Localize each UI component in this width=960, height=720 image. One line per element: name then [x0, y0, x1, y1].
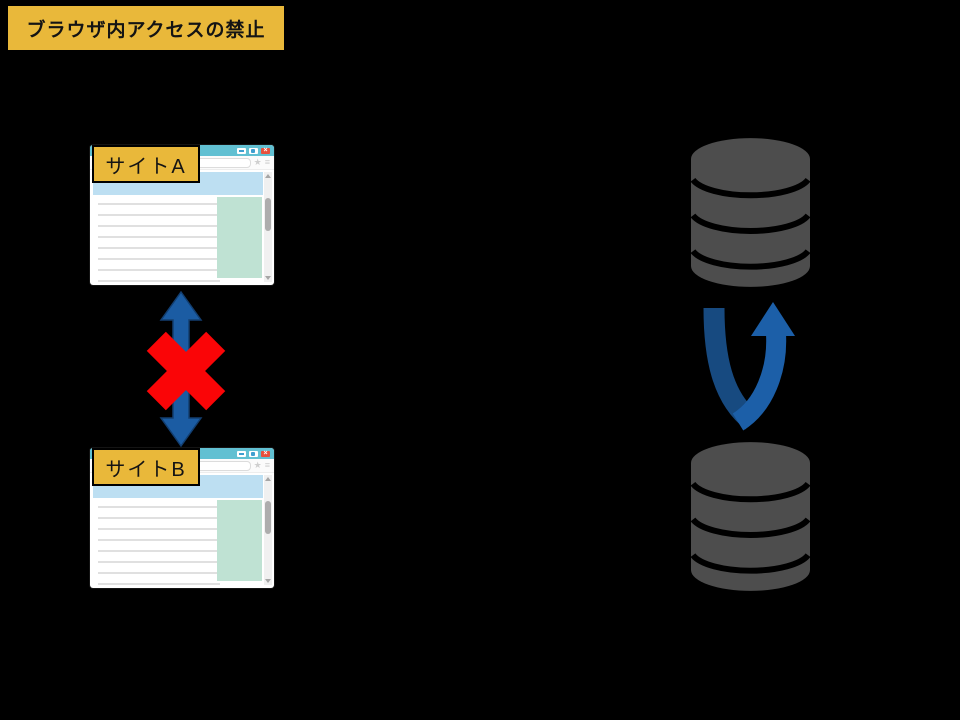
database-top-icon: [691, 138, 810, 287]
bookmark-star-icon[interactable]: ★: [253, 460, 262, 470]
scroll-down-icon[interactable]: [265, 579, 271, 583]
scrollbar[interactable]: [264, 475, 272, 585]
browser-window-site-b: × ★ ≡ サイトB: [90, 448, 274, 588]
site-b-label: サイトB: [92, 448, 200, 486]
prohibition-x-icon: [146, 331, 226, 411]
database-bottom-icon: [691, 442, 810, 591]
minimize-button[interactable]: [237, 147, 246, 154]
close-button[interactable]: ×: [261, 147, 270, 154]
scroll-up-icon[interactable]: [265, 477, 271, 481]
scrollbar-thumb[interactable]: [265, 198, 271, 231]
hamburger-menu-icon[interactable]: ≡: [264, 157, 270, 167]
maximize-button[interactable]: [249, 450, 258, 457]
scroll-down-icon[interactable]: [265, 276, 271, 280]
u-turn-arrow-icon: [703, 302, 795, 431]
maximize-button[interactable]: [249, 147, 258, 154]
content-text-lines: [98, 203, 220, 283]
close-button[interactable]: ×: [261, 450, 270, 457]
diagram-title-banner: ブラウザ内アクセスの禁止: [8, 6, 284, 50]
scroll-up-icon[interactable]: [265, 174, 271, 178]
scrollbar[interactable]: [264, 172, 272, 282]
browser-window-site-a: × ★ ≡ サイトA: [90, 145, 274, 285]
hamburger-menu-icon[interactable]: ≡: [264, 460, 270, 470]
diagram-title: ブラウザ内アクセスの禁止: [26, 19, 266, 41]
content-sidebar-block: [217, 500, 262, 581]
content-text-lines: [98, 506, 220, 586]
bookmark-star-icon[interactable]: ★: [253, 157, 262, 167]
site-a-label: サイトA: [92, 145, 200, 183]
scrollbar-thumb[interactable]: [265, 501, 271, 534]
content-sidebar-block: [217, 197, 262, 278]
minimize-button[interactable]: [237, 450, 246, 457]
